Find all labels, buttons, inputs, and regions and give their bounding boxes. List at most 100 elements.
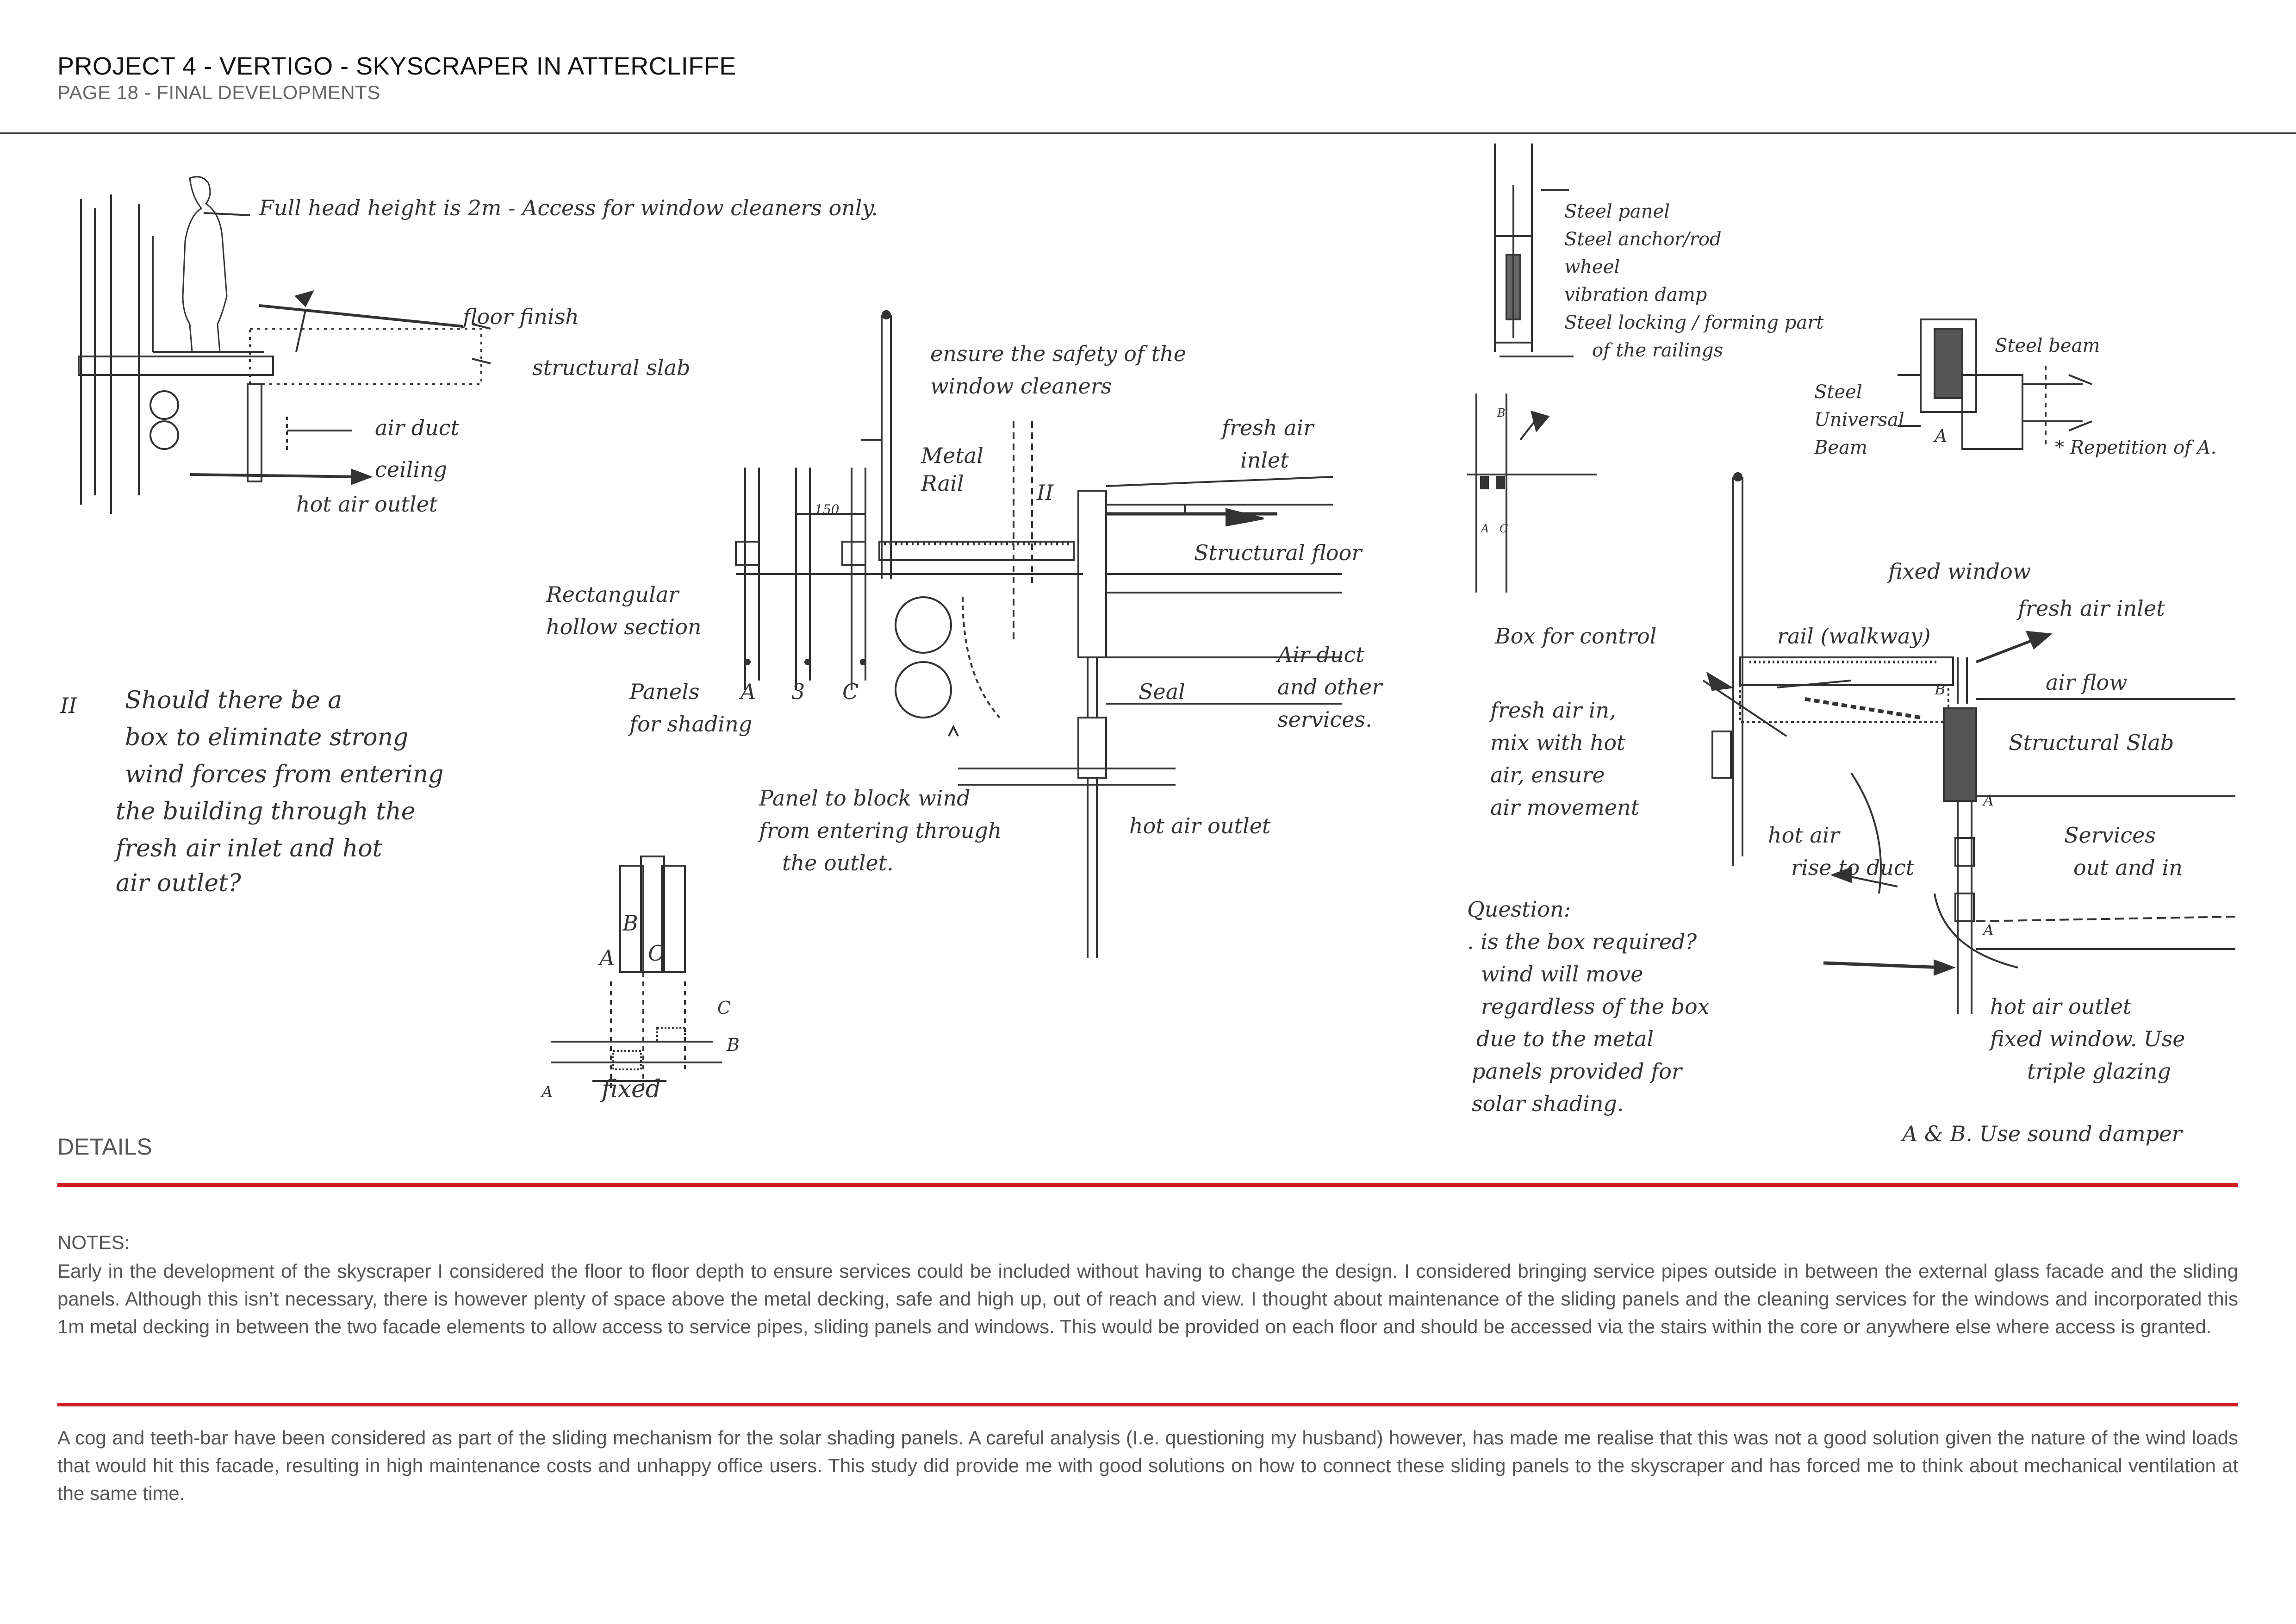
red-divider-top [57, 1183, 2238, 1187]
note-air-duct: air duct [375, 415, 460, 440]
detail-universal: Universal [1814, 409, 1904, 431]
note-air-duct-2: and other [1277, 675, 1383, 700]
s3-structural-slab: Structural Slab [2009, 730, 2174, 755]
sketch-walkway-section [78, 176, 491, 514]
note-letter-c: C [842, 679, 859, 704]
s3-question-3: regardless of the box [1481, 994, 1710, 1019]
s3-mix-4: air movement [1490, 795, 1640, 820]
abc-label-a2: A [540, 1083, 553, 1101]
s3-fixed-window-2: fixed window. Use [1989, 1026, 2185, 1051]
detail-locking-2: of the railings [1592, 340, 1723, 361]
detail-steel-beam: Steel beam [1995, 335, 2100, 356]
s3-question-2: wind will move [1481, 962, 1643, 987]
s3-mix-3: air, ensure [1490, 762, 1605, 787]
sketch-area: Full head height is 2m - Access for wind… [0, 134, 2296, 1157]
s3-question-heading: Question: [1467, 897, 1571, 922]
note-fresh-air-2: inlet [1240, 448, 1289, 473]
figure-silhouette [182, 176, 228, 353]
question-line-5: fresh air inlet and hot [114, 835, 382, 862]
note-panel-block-1: Panel to block wind [759, 786, 971, 811]
note-hollow-section: hollow section [546, 614, 702, 639]
s3-fixed-window: fixed window [1887, 559, 2031, 584]
note-rail: Rail [921, 471, 964, 496]
detail-repetition: * Repetition of A. [2055, 437, 2216, 458]
s3-hot-air-outlet: hot air outlet [1990, 994, 2132, 1019]
note-hot-air-outlet-2: hot air outlet [1129, 813, 1271, 838]
abc-label-c2: C [717, 998, 731, 1018]
notes-paragraph-2: A cog and teeth-bar have been considered… [57, 1427, 2238, 1504]
s3-ab-sound-damper: A & B. Use sound damper [1900, 1121, 2183, 1146]
s3-hot-air-2: rise to duct [1791, 855, 1915, 880]
s3-letter-b: B [1934, 681, 1946, 698]
sketch-control-box-section [1702, 472, 2236, 1014]
s3-letter-a: A [1982, 792, 1994, 809]
question-line-1: Should there be a [125, 687, 342, 714]
note-ensure-safety-2: window cleaners [930, 374, 1112, 399]
note-floor-finish: floor finish [461, 304, 579, 329]
s3-rail-walkway: rail (walkway) [1777, 624, 1931, 649]
note-panels: Panels [629, 679, 699, 704]
detail-steel: Steel [1814, 381, 1862, 403]
s3-mix-1: fresh air in, [1489, 698, 1616, 723]
page-header: PROJECT 4 - VERTIGO - SKYSCRAPER IN ATTE… [0, 0, 2296, 134]
s3-letter-a2: A [1982, 921, 1994, 939]
note-hot-air-outlet: hot air outlet [296, 492, 438, 517]
detail-letter-a: A [1933, 426, 1947, 446]
detail-small-a: A [1480, 522, 1489, 535]
question-roman-ii: II [60, 693, 77, 718]
detail-steel-anchor: Steel anchor/rod [1564, 229, 1722, 250]
note-letter-3: 3 [791, 679, 805, 704]
note-head-height: Full head height is 2m - Access for wind… [259, 195, 878, 220]
note-panel-block-3: the outlet. [782, 850, 894, 875]
header-divider [0, 132, 2296, 134]
note-for-shading: for shading [628, 712, 752, 737]
detail-small-b: B [1497, 406, 1506, 419]
note-ceiling: ceiling [375, 457, 447, 482]
question-line-6: air outlet? [116, 869, 242, 897]
s3-box-for-control: Box for control [1494, 624, 1656, 649]
s3-air-flow: air flow [2046, 670, 2128, 695]
detail-wheel: wheel [1564, 256, 1620, 278]
note-rectangular: Rectangular [546, 582, 680, 607]
sketch-steel-panel-detail [1467, 144, 2092, 593]
detail-locking-1: Steel locking / forming part [1564, 312, 1824, 333]
abc-label-c: C [648, 941, 664, 966]
note-structural-floor: Structural floor [1194, 540, 1363, 565]
details-section-label: DETAILS [57, 1134, 152, 1160]
note-panel-block-2: from entering through [758, 818, 1002, 843]
note-ensure-safety-1: ensure the safety of the [930, 341, 1186, 366]
s3-fresh-air-inlet: fresh air inlet [2016, 596, 2165, 621]
detail-steel-panel: Steel panel [1564, 201, 1670, 222]
abc-label-b: B [622, 911, 638, 936]
s3-question-5: panels provided for [1472, 1059, 1683, 1084]
s3-question-6: solar shading. [1472, 1091, 1624, 1116]
s3-services-1: Services [2064, 823, 2156, 848]
note-fresh-air-1: fresh air [1220, 415, 1315, 440]
note-roman-ii-a: II [1036, 480, 1054, 505]
s3-question-1: . is the box required? [1467, 929, 1697, 954]
note-structural-slab: structural slab [532, 355, 691, 380]
notes-paragraph-1: Early in the development of the skyscrap… [57, 1260, 2238, 1337]
detail-vibration: vibration damp [1564, 284, 1707, 306]
detail-small-c: C [1500, 522, 1508, 535]
question-line-3: wind forces from entering [125, 761, 443, 788]
detail-beam: Beam [1814, 437, 1867, 458]
hand-sketches: Full head height is 2m - Access for wind… [60, 144, 2236, 1146]
s3-question-4: due to the metal [1476, 1026, 1654, 1051]
s3-mix-2: mix with hot [1490, 730, 1625, 755]
page-title: PROJECT 4 - VERTIGO - SKYSCRAPER IN ATTE… [57, 52, 736, 80]
question-line-4: the building through the [116, 798, 415, 825]
s3-triple-glazing: triple glazing [2027, 1059, 2171, 1084]
note-seal: Seal [1139, 679, 1185, 704]
abc-label-a: A [597, 945, 615, 970]
note-air-duct-3: services. [1277, 707, 1372, 732]
red-divider-middle [57, 1403, 2238, 1406]
abc-label-fixed: fixed [600, 1075, 661, 1103]
s3-hot-air-1: hot air [1768, 823, 1841, 848]
question-line-2: box to eliminate strong [125, 724, 408, 751]
s3-services-2: out and in [2073, 855, 2183, 880]
notes-heading: NOTES: [57, 1231, 130, 1253]
page-subtitle: PAGE 18 - FINAL DEVELOPMENTS [57, 81, 380, 103]
note-metal: Metal [921, 443, 983, 468]
note-air-duct-1: Air duct [1276, 642, 1364, 667]
